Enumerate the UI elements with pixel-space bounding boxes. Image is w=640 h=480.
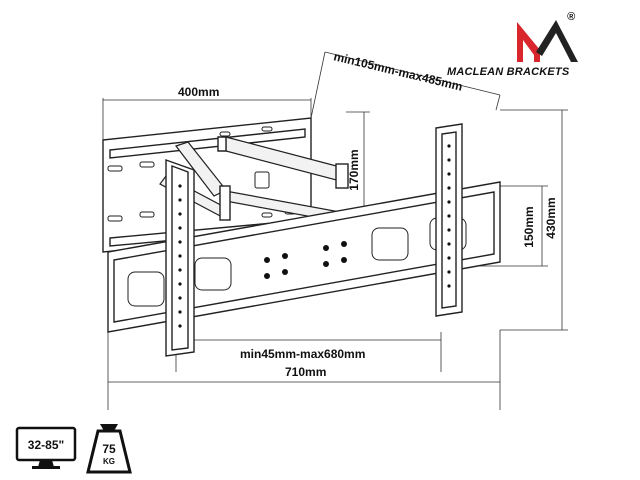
dim-horizontal-adjust: min45mm-max680mm: [240, 347, 365, 361]
brand-logo: ® MACLEAN BRACKETS: [447, 11, 578, 78]
max-load-value: 75: [102, 442, 116, 456]
trademark-symbol: ®: [567, 11, 576, 23]
dim-total-width: 710mm: [285, 365, 326, 379]
brand-name: MACLEAN BRACKETS: [447, 66, 570, 78]
dim-mount-width: 400mm: [178, 85, 219, 99]
screen-size-spec: 32-85": [15, 426, 77, 469]
dim-arm-extension: min105mm-max485mm: [332, 49, 464, 93]
dim-vesa-vertical: 150mm: [522, 206, 536, 247]
monitor-icon: [15, 426, 77, 469]
tv-bracket-right: [435, 123, 463, 317]
max-load-spec: 75 KG: [86, 424, 132, 474]
m-letter-logo-icon: [517, 20, 578, 62]
dim-total-height: 430mm: [544, 197, 558, 238]
dim-arm-height: 170mm: [347, 149, 361, 190]
screen-size-label: 32-85": [28, 438, 64, 452]
tv-bracket-left: [165, 159, 195, 357]
dimension-lines: [102, 51, 568, 410]
weight-icon: [86, 424, 132, 474]
max-load-unit: KG: [103, 457, 115, 466]
